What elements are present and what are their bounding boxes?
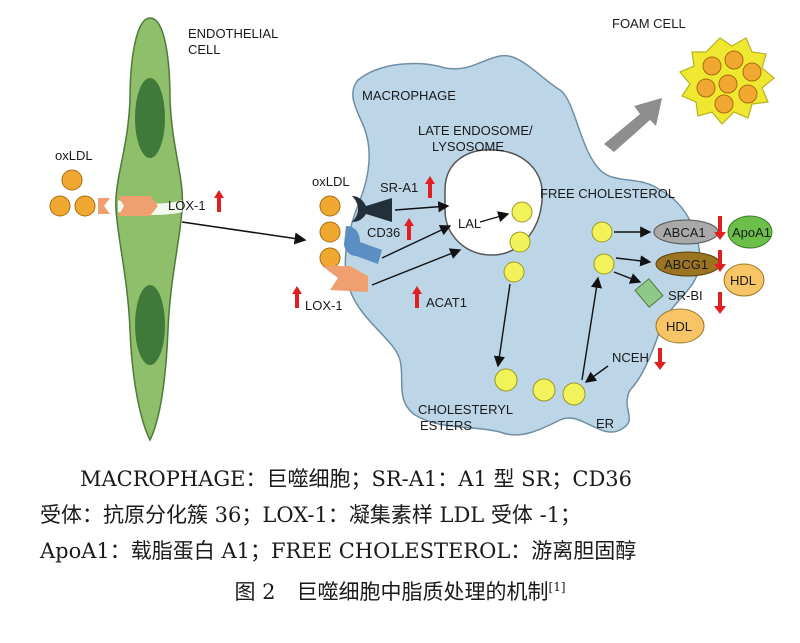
hdl-label-1: HDL xyxy=(730,273,756,288)
free-cholesterol-label: FREE CHOLESTEROL xyxy=(540,186,675,201)
foam-droplet xyxy=(714,94,734,114)
hdl-label-2: HDL xyxy=(666,319,692,334)
nucleus-lower xyxy=(135,285,165,365)
figure-caption: MACROPHAGE：巨噬细胞；SR-A1：A1 型 SR；CD36 受体：抗原… xyxy=(0,462,800,632)
nceh-label: NCEH xyxy=(612,350,649,365)
foam-droplet xyxy=(724,50,744,70)
red-down-arrow xyxy=(714,292,726,314)
cholesterol-particle xyxy=(511,201,533,223)
foam-droplet xyxy=(696,78,716,98)
lipid-processing-diagram: ENDOTHELIAL CELL oxLDL LOX-1 MACROPHAGE … xyxy=(49,16,775,442)
lal-label: LAL xyxy=(458,216,481,231)
er-label: ER xyxy=(596,416,614,431)
sr-bi-label: SR-BI xyxy=(668,288,703,303)
flow-arrow xyxy=(371,248,462,286)
red-up-arrow xyxy=(214,190,224,212)
flow-arrow xyxy=(493,283,511,368)
red-down-arrow xyxy=(714,250,726,272)
oxldl-particle xyxy=(49,195,71,217)
red-up-arrow xyxy=(292,286,302,308)
flow-arrow xyxy=(381,225,452,259)
cd36-label: CD36 xyxy=(367,225,400,240)
lox1-right-label: LOX-1 xyxy=(305,298,343,313)
reference-marker: [1] xyxy=(548,580,566,594)
macrophage-label: MACROPHAGE xyxy=(362,88,456,103)
oxldl-particle xyxy=(74,195,96,217)
caption-line-3: ApoA1：载脂蛋白 A1；FREE CHOLESTEROL：游离胆固醇 xyxy=(40,539,637,563)
sr-a1-label: SR-A1 xyxy=(380,180,418,195)
flow-arrow xyxy=(615,255,652,267)
oxldl-left-label: oxLDL xyxy=(55,148,93,163)
lox1-left-label: LOX-1 xyxy=(168,198,206,213)
red-up-arrow xyxy=(404,218,414,240)
oxldl-particle xyxy=(319,247,341,269)
sr-a1-receptor xyxy=(352,196,392,222)
cholesterol-particle xyxy=(509,231,531,253)
lox1-receptor-left xyxy=(98,198,110,214)
oxldl-particle xyxy=(319,195,341,217)
flow-arrow xyxy=(581,276,603,381)
red-down-arrow xyxy=(714,216,726,240)
apoa1-label: ApoA1 xyxy=(732,225,771,240)
red-up-arrow xyxy=(425,176,435,198)
flow-arrow xyxy=(479,211,510,223)
flow-arrow xyxy=(613,271,642,284)
figure-title: 图 2 巨噬细胞中脂质处理的机制[1] xyxy=(0,570,800,609)
oxldl-right-label: oxLDL xyxy=(312,174,350,189)
foam-cell-label: FOAM CELL xyxy=(612,16,686,31)
endothelial-label-2: CELL xyxy=(188,42,221,57)
cholesteryl-ester-particle xyxy=(532,378,556,402)
late-endosome xyxy=(444,149,543,256)
foam-droplet xyxy=(742,62,762,82)
flow-arrow xyxy=(584,365,609,383)
flow-arrow xyxy=(394,201,450,213)
apoa1 xyxy=(727,215,773,249)
flow-arrow xyxy=(181,221,307,245)
lox1-receptor-left xyxy=(118,196,158,216)
oxldl-particle xyxy=(61,169,83,191)
hdl-particle xyxy=(723,263,765,297)
hdl-particle xyxy=(655,308,705,344)
cholesterol-particle xyxy=(591,221,613,243)
caption-line-1: MACROPHAGE：巨噬细胞；SR-A1：A1 型 SR；CD36 xyxy=(80,467,632,491)
lox1-receptor-right xyxy=(322,266,368,292)
caption-line-2: 受体：抗原分化簇 36；LOX-1：凝集素样 LDL 受体 -1； xyxy=(40,503,582,527)
red-down-arrow xyxy=(654,348,666,370)
foam-droplet xyxy=(702,56,722,76)
cd36-receptor xyxy=(344,226,382,264)
abca1-label: ABCA1 xyxy=(663,225,706,240)
cholesterol-particle xyxy=(593,253,615,275)
endothelial-label-1: ENDOTHELIAL xyxy=(188,26,278,41)
cholesteryl-ester-particle xyxy=(494,368,518,392)
cholesteryl-label-2: ESTERS xyxy=(420,418,472,433)
nucleus-upper xyxy=(135,78,165,158)
foam-arrow xyxy=(604,98,662,152)
endosome-label-2: LYSOSOME xyxy=(432,139,504,154)
cholesterol-particle xyxy=(503,261,525,283)
sr-bi-receptor xyxy=(634,278,664,308)
abcg1-label: ABCG1 xyxy=(664,257,708,272)
cholesteryl-ester-particle xyxy=(562,382,586,406)
endosome-label-1: LATE ENDOSOME/ xyxy=(418,123,533,138)
endothelial-cell xyxy=(115,17,184,442)
acat1-label: ACAT1 xyxy=(426,295,467,310)
red-up-arrow xyxy=(412,286,422,308)
foam-droplet xyxy=(738,84,758,104)
cholesteryl-label-1: CHOLESTERYL xyxy=(418,402,513,417)
figure-title-text: 图 2 巨噬细胞中脂质处理的机制 xyxy=(234,580,549,604)
foam-droplet xyxy=(718,74,738,94)
oxldl-particle xyxy=(319,221,341,243)
